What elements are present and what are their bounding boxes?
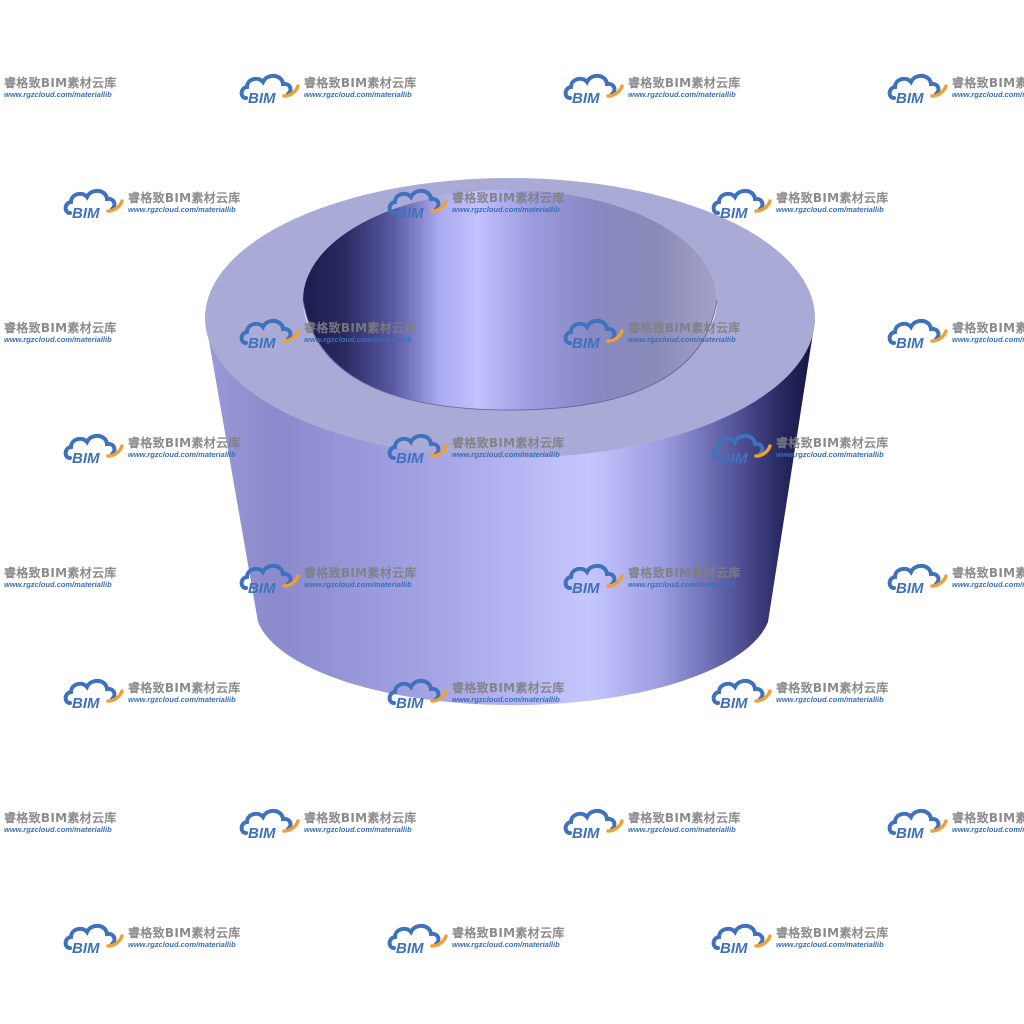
inner-bore-edge [302,299,718,411]
top-ring-face [205,178,815,458]
inner-bore [303,189,717,410]
